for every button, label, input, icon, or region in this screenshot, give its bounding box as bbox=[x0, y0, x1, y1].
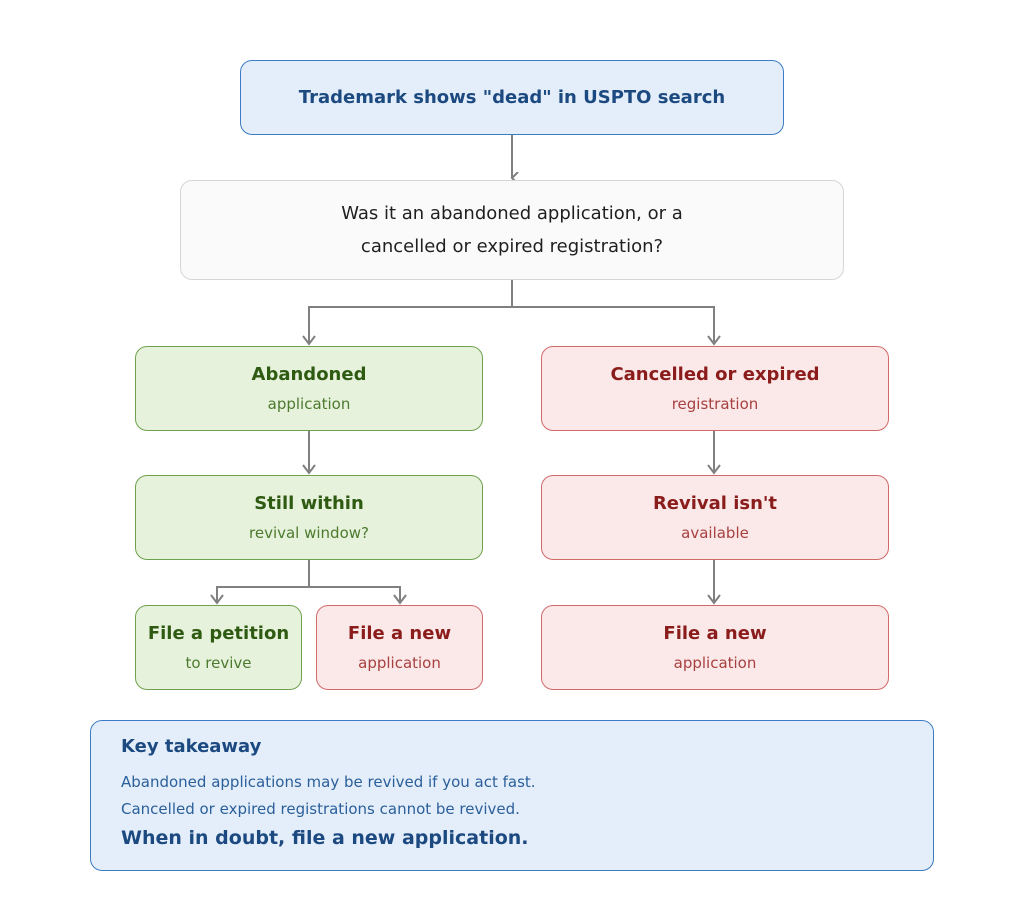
arrowhead bbox=[210, 594, 224, 605]
new-application-right-subtitle: application bbox=[673, 653, 757, 672]
revival-unavailable-title: Revival isn't bbox=[652, 492, 778, 514]
new-application-left-subtitle: application bbox=[358, 653, 441, 672]
revival-window-subtitle: revival window? bbox=[249, 523, 369, 542]
revival-unavailable-node: Revival isn't available bbox=[541, 475, 889, 560]
branch-split-line-right bbox=[512, 306, 715, 344]
key-takeaway-panel: Key takeaway Abandoned applications may … bbox=[90, 720, 934, 871]
arrowhead bbox=[393, 594, 407, 605]
arrowhead bbox=[707, 464, 721, 475]
cancelled-node: Cancelled or expired registration bbox=[541, 346, 889, 431]
start-node: Trademark shows "dead" in USPTO search bbox=[240, 60, 784, 135]
abandoned-node: Abandoned application bbox=[135, 346, 483, 431]
question-node: Was it an abandoned application, or a ca… bbox=[180, 180, 844, 280]
revival-unavailable-subtitle: available bbox=[681, 523, 749, 542]
question-line-1: Was it an abandoned application, or a bbox=[341, 203, 683, 224]
petition-subtitle: to revive bbox=[185, 653, 252, 672]
abandoned-subtitle: application bbox=[267, 394, 351, 413]
window-split-line bbox=[216, 560, 310, 603]
new-application-right-node: File a new application bbox=[541, 605, 889, 690]
revival-window-title: Still within bbox=[254, 492, 364, 514]
takeaway-emphasis: When in doubt, file a new application. bbox=[121, 827, 529, 849]
new-application-left-title: File a new bbox=[347, 622, 452, 644]
takeaway-line-2: Cancelled or expired registrations canno… bbox=[121, 800, 520, 818]
arrowhead bbox=[707, 335, 721, 346]
new-application-right-title: File a new bbox=[663, 622, 767, 644]
new-application-left-node: File a new application bbox=[316, 605, 483, 690]
arrowhead bbox=[707, 594, 721, 605]
arrowhead bbox=[302, 335, 316, 346]
revival-window-node: Still within revival window? bbox=[135, 475, 483, 560]
branch-split-line bbox=[308, 280, 513, 344]
window-split-line-right bbox=[309, 586, 401, 603]
cancelled-title: Cancelled or expired bbox=[610, 363, 820, 385]
cancelled-subtitle: registration bbox=[671, 394, 759, 413]
arrowhead bbox=[302, 464, 316, 475]
petition-title: File a petition bbox=[147, 622, 290, 644]
takeaway-line-1: Abandoned applications may be revived if… bbox=[121, 773, 536, 791]
abandoned-title: Abandoned bbox=[251, 363, 367, 385]
question-line-2: cancelled or expired registration? bbox=[360, 236, 664, 257]
takeaway-title: Key takeaway bbox=[121, 736, 262, 757]
start-node-label: Trademark shows "dead" in USPTO search bbox=[298, 87, 726, 108]
petition-node: File a petition to revive bbox=[135, 605, 302, 690]
